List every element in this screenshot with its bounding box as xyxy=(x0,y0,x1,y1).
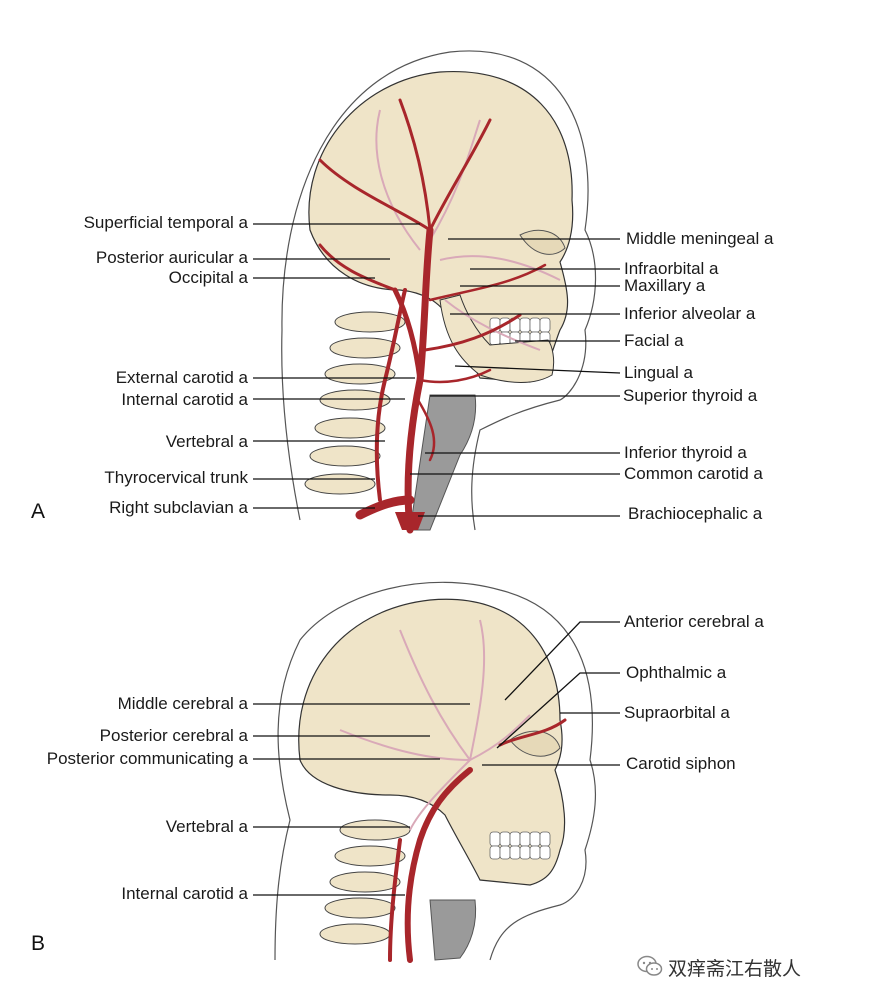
label-lingual: Lingual a xyxy=(624,363,694,382)
label-external-carotid: External carotid a xyxy=(115,368,248,387)
label-middle-cerebral: Middle cerebral a xyxy=(117,694,248,713)
larynx-b xyxy=(429,899,477,961)
label-supraorbital: Supraorbital a xyxy=(624,703,730,722)
label-carotid-siphon: Carotid siphon xyxy=(626,754,736,773)
teeth-a xyxy=(489,317,551,346)
label-superior-thyroid: Superior thyroid a xyxy=(623,386,758,405)
arteries-a xyxy=(318,98,547,534)
label-superficial-temporal: Superficial temporal a xyxy=(83,213,248,232)
label-right-subclavian: Right subclavian a xyxy=(109,498,248,517)
label-common-carotid: Common carotid a xyxy=(624,464,763,483)
label-infraorbital: Infraorbital a xyxy=(624,259,719,278)
label-maxillary: Maxillary a xyxy=(624,276,706,295)
label-middle-meningeal: Middle meningeal a xyxy=(626,229,774,248)
panel-b-figure xyxy=(274,581,597,963)
skull-b xyxy=(298,598,566,886)
brachiocephalic-a-vessel xyxy=(395,512,425,530)
cervical-spine-a xyxy=(304,311,406,495)
leader-lines-b xyxy=(253,621,620,896)
label-posterior-communicating: Posterior communicating a xyxy=(46,749,248,768)
label-inferior-thyroid: Inferior thyroid a xyxy=(624,443,747,462)
orbit-a xyxy=(519,230,566,255)
label-occipital: Occipital a xyxy=(168,268,248,287)
label-facial: Facial a xyxy=(624,331,684,350)
label-ophthalmic: Ophthalmic a xyxy=(626,663,727,682)
teeth-b xyxy=(489,831,551,860)
panel-a-figure xyxy=(281,50,597,534)
label-vertebral: Vertebral a xyxy=(165,432,248,451)
label-anterior-cerebral: Anterior cerebral a xyxy=(624,612,764,631)
label-posterior-cerebral: Posterior cerebral a xyxy=(99,726,248,745)
larynx-a xyxy=(409,394,477,531)
label-vertebral-b: Vertebral a xyxy=(165,817,248,836)
label-brachiocephalic: Brachiocephalic a xyxy=(628,504,763,523)
skull-a xyxy=(308,70,574,383)
watermark-text: 双痒斋江右散人 xyxy=(668,958,802,980)
label-posterior-auricular: Posterior auricular a xyxy=(95,248,248,267)
label-thyrocervical-trunk: Thyrocervical trunk xyxy=(104,468,248,487)
label-internal-carotid-b: Internal carotid a xyxy=(121,884,248,903)
leader-lines-a xyxy=(253,223,621,517)
head-outline-b xyxy=(274,581,597,961)
wechat-icon xyxy=(637,955,663,976)
panel-letter-a: A xyxy=(31,500,46,523)
label-inferior-alveolar: Inferior alveolar a xyxy=(624,304,756,323)
panel-letter-b: B xyxy=(31,932,46,955)
head-outline-a xyxy=(281,50,597,531)
arteries-b xyxy=(388,718,567,963)
cervical-spine-b xyxy=(319,819,411,945)
label-internal-carotid: Internal carotid a xyxy=(121,390,248,409)
